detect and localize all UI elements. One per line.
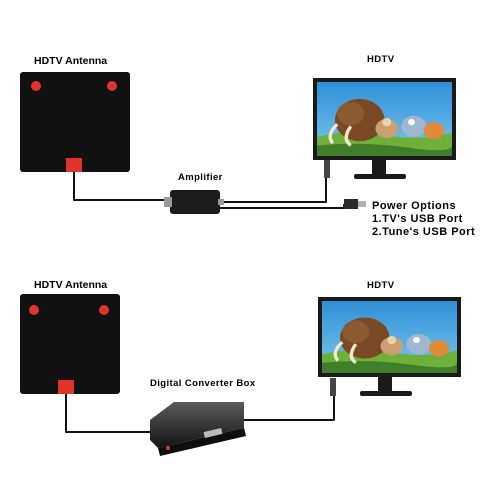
bottom-antenna-label: HDTV Antenna xyxy=(34,279,107,291)
amplifier xyxy=(164,190,224,214)
power-option-2: 2.Tune's USB Port xyxy=(372,226,475,238)
top-setup: HDTV Antenna Amplifier HDTV P xyxy=(20,54,475,238)
bottom-setup: HDTV Antenna Digital Converter Box HDTV xyxy=(20,279,461,456)
top-antenna-panel xyxy=(20,72,130,172)
bottom-tv-label: HDTV xyxy=(367,280,395,291)
top-hdtv-monitor xyxy=(313,78,456,179)
bottom-antenna-corner-mount xyxy=(29,305,39,315)
top-antenna-label: HDTV Antenna xyxy=(34,55,107,67)
amplifier-label: Amplifier xyxy=(178,172,223,183)
top-tv-label: HDTV xyxy=(367,54,395,65)
bottom-antenna-panel xyxy=(20,294,120,394)
converter-box-label: Digital Converter Box xyxy=(150,378,256,389)
top-antenna-corner-mount xyxy=(107,81,117,91)
power-option-1: 1.TV's USB Port xyxy=(372,213,463,225)
top-antenna-cable xyxy=(73,172,168,201)
amplifier-to-tv-cable xyxy=(224,176,327,203)
bottom-antenna-corner-mount xyxy=(99,305,109,315)
top-antenna-corner-mount xyxy=(31,81,41,91)
usb-power-plug xyxy=(344,199,366,209)
bottom-antenna-cable xyxy=(65,394,168,433)
top-antenna-connector xyxy=(66,158,82,172)
bottom-antenna xyxy=(20,294,120,394)
top-antenna xyxy=(20,72,130,172)
bottom-hdtv-monitor xyxy=(318,297,461,396)
amplifier-power-cable xyxy=(220,204,345,209)
converter-to-tv-cable xyxy=(244,394,335,421)
power-options-title: Power Options xyxy=(372,200,456,212)
digital-converter-box xyxy=(150,402,246,456)
bottom-antenna-connector xyxy=(58,380,74,394)
